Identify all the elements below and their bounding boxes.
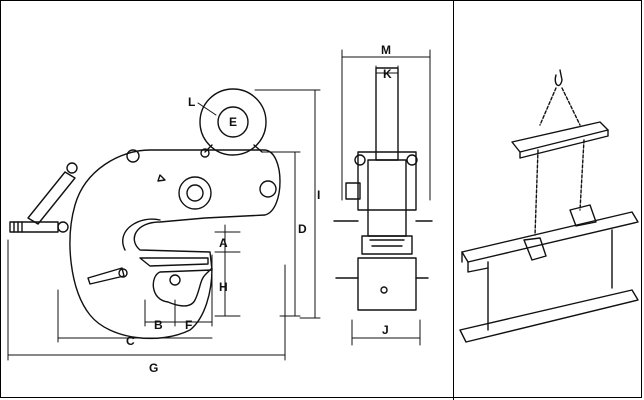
label-D: D — [298, 222, 307, 236]
shackle-neck — [204, 144, 263, 153]
lifting-hook — [554, 69, 563, 87]
lower-chain-left — [534, 149, 539, 236]
label-J: J — [382, 323, 389, 337]
front-body-lower — [361, 235, 413, 255]
lower-chain-right — [579, 139, 585, 211]
label-F: F — [185, 318, 192, 332]
jaw-pad — [139, 257, 209, 267]
label-I: I — [317, 188, 320, 202]
label-K: K — [383, 67, 392, 81]
i-beam-bottom-flange — [459, 289, 639, 343]
pivot-outer — [178, 176, 212, 210]
front-dimension-lines — [341, 49, 431, 346]
front-side-nut — [345, 182, 361, 200]
label-M: M — [381, 43, 391, 57]
i-beam-web — [487, 229, 613, 331]
shackle-ring-inner — [217, 106, 249, 138]
shackle-ring-outer — [199, 88, 267, 156]
label-C: C — [126, 334, 135, 348]
upper-chain-right — [561, 87, 581, 126]
beam-clamp-right — [569, 204, 597, 227]
label-L: L — [188, 95, 195, 109]
i-beam-top-flange — [461, 211, 639, 263]
jaw-opening — [122, 218, 161, 251]
panel-divider — [453, 0, 454, 400]
label-G: G — [149, 361, 158, 375]
bolt-head — [57, 221, 69, 233]
clamp-body-outline — [69, 149, 281, 340]
clamp-front-view — [333, 67, 433, 311]
upper-chain-left — [539, 87, 557, 126]
dimension-labels: G C B F A H D I E L M K J — [126, 43, 392, 375]
small-triangle — [157, 174, 166, 182]
side-bolt — [9, 221, 59, 233]
pin-4 — [118, 268, 128, 278]
beam-clamp-left — [523, 237, 547, 261]
lower-lever — [87, 267, 125, 285]
clamp-side-view — [9, 88, 281, 340]
pivot-inner — [186, 184, 204, 202]
pin-1 — [126, 149, 140, 163]
front-body-upper — [357, 151, 417, 211]
front-body-inner — [367, 159, 407, 237]
beam-lifting-illustration — [459, 69, 639, 343]
lock-handle — [27, 171, 76, 225]
lock-handle-knob — [66, 162, 78, 174]
side-dimension-lines — [7, 89, 321, 361]
pin-2 — [259, 180, 277, 198]
front-jaw — [357, 257, 417, 311]
pin-3 — [169, 274, 181, 286]
label-A: A — [219, 236, 228, 250]
front-shackle — [375, 67, 399, 161]
label-B: B — [154, 318, 163, 332]
pin-5 — [200, 148, 210, 158]
label-H: H — [219, 280, 228, 294]
label-E: E — [229, 115, 237, 129]
